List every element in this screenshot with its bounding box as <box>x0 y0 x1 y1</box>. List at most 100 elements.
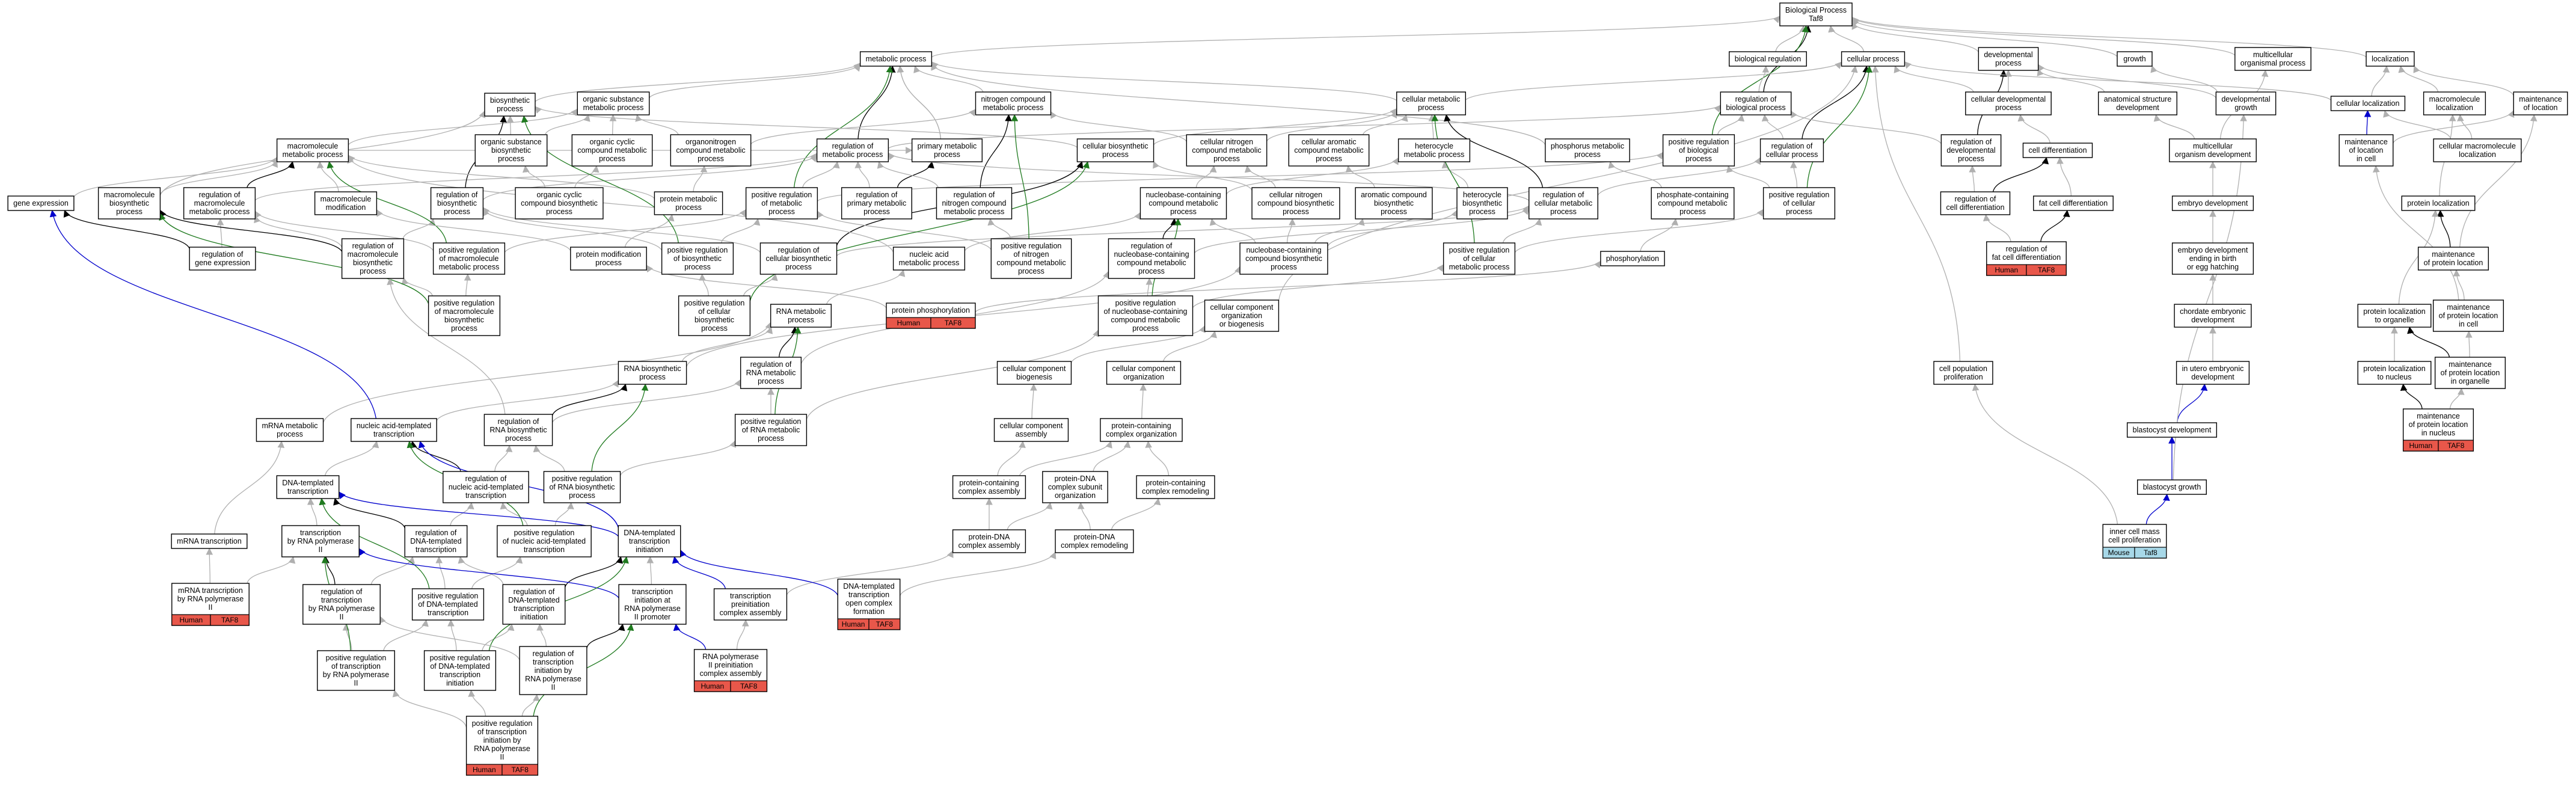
go-term-node[interactable]: blastocyst development <box>2126 422 2218 438</box>
go-term-node[interactable]: cellular process <box>1841 51 1906 67</box>
go-term-node[interactable]: growth <box>2117 51 2153 67</box>
go-term-node[interactable]: cellular localization <box>2330 96 2406 111</box>
go-term-node[interactable]: protein localization <box>2401 195 2476 211</box>
go-term-node[interactable]: mRNA transcription <box>171 533 248 549</box>
go-term-node[interactable]: metabolic process <box>859 51 933 67</box>
go-term-node[interactable]: biological regulation <box>1729 51 1807 67</box>
go-term-node[interactable]: localization <box>2366 51 2415 67</box>
go-term-node[interactable]: fat cell differentiation <box>2033 195 2114 211</box>
go-term-node[interactable]: phosphorylation <box>1600 251 1665 266</box>
